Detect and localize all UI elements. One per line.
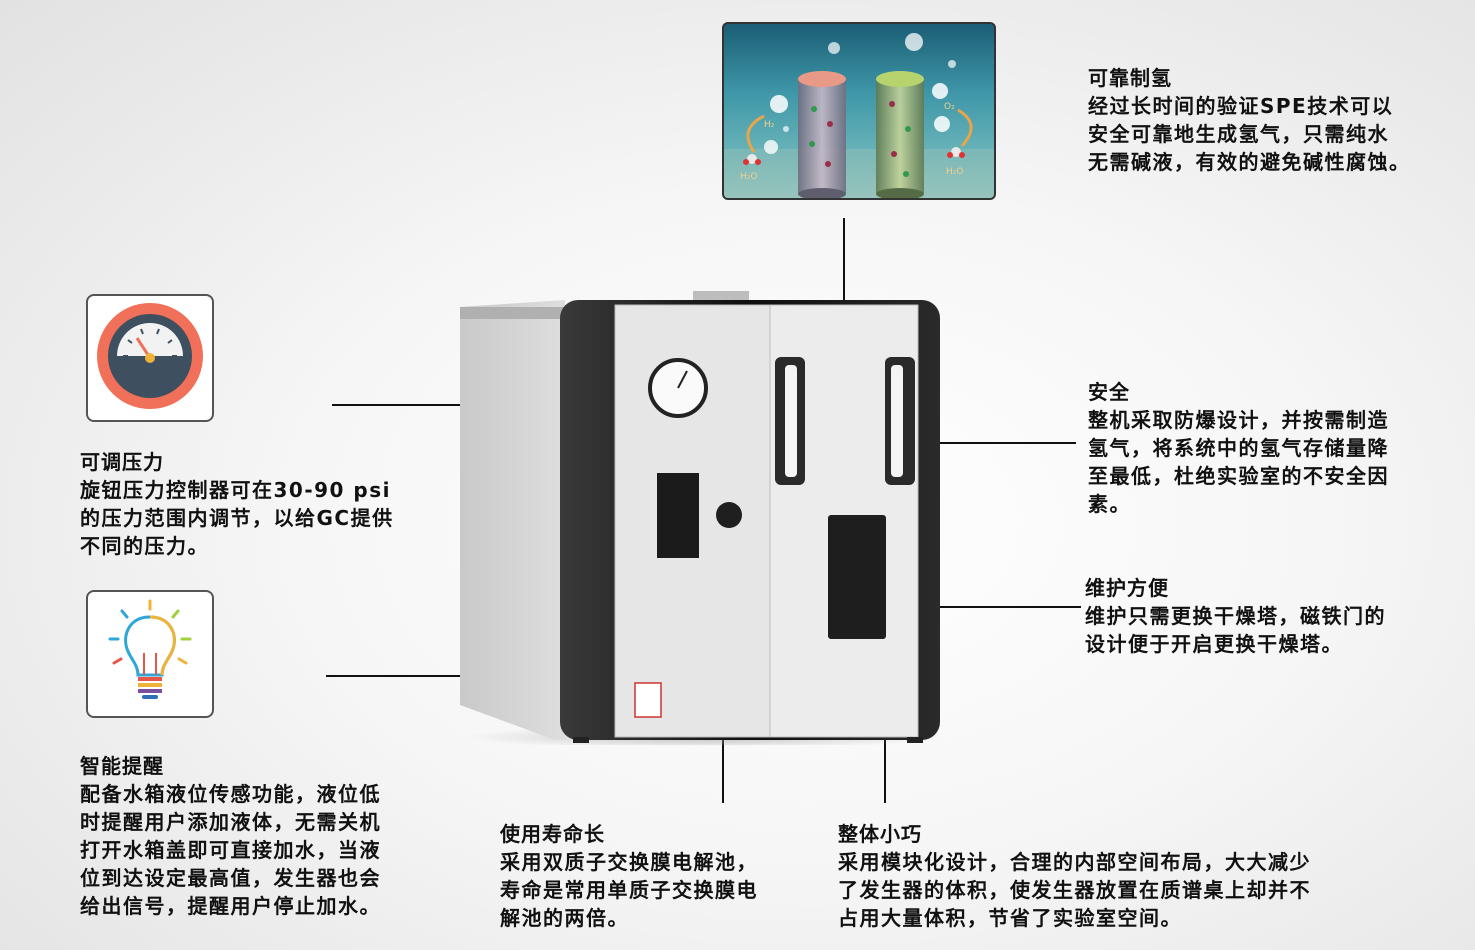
- feature-reminder-title: 智能提醒: [80, 754, 164, 778]
- diagram-h2o-right-label: H₂O: [946, 167, 964, 177]
- feature-reliable-title: 可靠制氢: [1088, 66, 1172, 90]
- feature-safety: 安全 整机采取防爆设计，并按需制造 氢气，将系统中的氢气存储量降 至最低，杜绝实…: [1088, 378, 1473, 518]
- diagram-h2o-left-label: H₂O: [740, 172, 758, 182]
- diagram-h2-label: H₂: [764, 120, 775, 130]
- feature-safety-title: 安全: [1088, 380, 1130, 404]
- feature-pressure-desc: 旋钮压力控制器可在30-90 psi 的压力范围内调节，以给GC提供 不同的压力…: [80, 478, 394, 558]
- connector-line-lifespan: [722, 708, 724, 803]
- feature-pressure-title: 可调压力: [80, 450, 164, 474]
- feature-reminder-desc: 配备水箱液位传感功能，液位低 时提醒用户添加液体，无需关机 打开水箱盖即可直接加…: [80, 782, 381, 918]
- feature-maintenance-title: 维护方便: [1085, 576, 1169, 600]
- feature-compact-desc: 采用模块化设计，合理的内部空间布局，大大减少 了发生器的体积，使发生器放置在质谱…: [838, 850, 1311, 930]
- feature-maintenance: 维护方便 维护只需更换干燥塔，磁铁门的 设计便于开启更换干燥塔。: [1085, 574, 1470, 658]
- electrolysis-diagram: H₂ O₂ H₂O H₂O: [722, 22, 996, 200]
- diagram-o2-label: O₂: [944, 102, 955, 112]
- hydrogen-generator-machine: [455, 285, 945, 749]
- reminder-icon-card: [86, 590, 214, 718]
- feature-lifespan-desc: 采用双质子交换膜电解池， 寿命是常用单质子交换膜电 解池的两倍。: [500, 850, 758, 930]
- connector-line-safety: [918, 442, 1076, 444]
- feature-reliable: 可靠制氢 经过长时间的验证SPE技术可以 安全可靠地生成氢气，只需纯水 无需碱液…: [1088, 64, 1473, 176]
- lightbulb-icon: [100, 597, 200, 711]
- feature-lifespan: 使用寿命长 采用双质子交换膜电解池， 寿命是常用单质子交换膜电 解池的两倍。: [500, 820, 820, 932]
- feature-compact: 整体小巧 采用模块化设计，合理的内部空间布局，大大减少 了发生器的体积，使发生器…: [838, 820, 1468, 932]
- feature-maintenance-desc: 维护只需更换干燥塔，磁铁门的 设计便于开启更换干燥塔。: [1085, 604, 1386, 656]
- connector-line-maintenance: [905, 606, 1081, 608]
- feature-reliable-desc: 经过长时间的验证SPE技术可以 安全可靠地生成氢气，只需纯水 无需碱液，有效的避…: [1088, 94, 1411, 174]
- connector-line-reliable: [843, 218, 845, 358]
- feature-lifespan-title: 使用寿命长: [500, 822, 605, 846]
- pressure-gauge-icon: [95, 301, 205, 415]
- feature-compact-title: 整体小巧: [838, 822, 922, 846]
- connector-line-compact: [884, 708, 886, 803]
- pressure-icon-card: [86, 294, 214, 422]
- feature-reminder: 智能提醒 配备水箱液位传感功能，液位低 时提醒用户添加液体，无需关机 打开水箱盖…: [80, 752, 460, 920]
- feature-safety-desc: 整机采取防爆设计，并按需制造 氢气，将系统中的氢气存储量降 至最低，杜绝实验室的…: [1088, 408, 1389, 516]
- feature-pressure: 可调压力 旋钮压力控制器可在30-90 psi 的压力范围内调节，以给GC提供 …: [80, 448, 460, 560]
